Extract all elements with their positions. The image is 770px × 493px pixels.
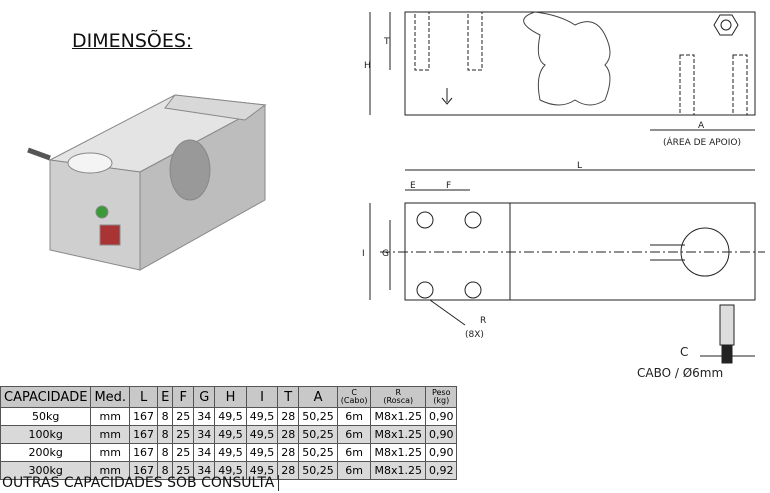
load-cell-illustration: [27, 94, 267, 271]
dim-h: H: [364, 61, 371, 71]
table-header: CAPACIDADE Med. L E F G H I T A C(Cabo) …: [0, 386, 458, 408]
table-cell: 167: [129, 443, 159, 462]
table-cell: mm: [90, 425, 131, 444]
table-cell: 34: [193, 407, 216, 426]
table-cell: 34: [193, 461, 216, 480]
dim-g: G: [382, 249, 389, 259]
table-cell: 28: [277, 461, 300, 480]
table-cell: M8x1.25: [370, 425, 426, 444]
table-cell: 6m: [336, 407, 372, 426]
cable-label: CABO / Ø6mm: [637, 366, 723, 380]
table-cell: 50,25: [298, 461, 338, 480]
table-cell: 50,25: [298, 407, 338, 426]
table-cell: 28: [277, 425, 300, 444]
page-title: DIMENSÕES:: [72, 30, 193, 52]
dim-f: F: [446, 181, 451, 191]
col-i: I: [245, 386, 279, 408]
dim-r: R: [480, 316, 486, 326]
table-cell: mm: [90, 461, 131, 480]
col-r-sub: (Rosca): [383, 396, 414, 405]
table-cell: 49,5: [214, 425, 247, 444]
table-cell: 49,5: [214, 407, 247, 426]
col-peso-sub: (kg): [433, 396, 450, 405]
col-c-sub: (Cabo): [340, 396, 368, 405]
table-cell: 300kg: [0, 461, 92, 480]
table-cell: 50kg: [0, 407, 92, 426]
table-cell: 8: [157, 425, 174, 444]
dim-i: I: [362, 249, 365, 259]
col-r-label: R: [395, 388, 402, 397]
table-cell: 8: [157, 443, 174, 462]
specs-table: CAPACIDADE Med. L E F G H I T A C(Cabo) …: [0, 386, 458, 480]
table-cell: 100kg: [0, 425, 92, 444]
table-cell: 49,5: [245, 425, 279, 444]
table-cell: 8: [157, 407, 174, 426]
col-e: E: [157, 386, 174, 408]
table-cell: 6m: [336, 425, 372, 444]
plan-view: [369, 202, 765, 364]
footer-note: OUTRAS CAPACIDADES SOB CONSULTA: [2, 475, 280, 491]
table-cell: 0,90: [424, 425, 458, 444]
table-cell: 167: [129, 407, 159, 426]
col-g: G: [193, 386, 216, 408]
col-peso: Peso(kg): [424, 386, 458, 408]
table-cell: 167: [129, 425, 159, 444]
col-a: A: [298, 386, 338, 408]
col-c: C(Cabo): [336, 386, 372, 408]
dim-e: E: [410, 181, 416, 191]
table-cell: 49,5: [245, 443, 279, 462]
col-t: T: [277, 386, 300, 408]
table-cell: 49,5: [214, 461, 247, 480]
table-cell: mm: [90, 443, 131, 462]
table-cell: M8x1.25: [370, 461, 426, 480]
table-cell: 34: [193, 443, 216, 462]
table-cell: 25: [172, 443, 195, 462]
table-cell: M8x1.25: [370, 407, 426, 426]
r-count: (8X): [465, 330, 484, 340]
table-cell: 28: [277, 443, 300, 462]
dim-c: C: [680, 345, 688, 359]
table-cell: 8: [157, 461, 174, 480]
table-cell: 49,5: [245, 407, 279, 426]
table-cell: 25: [172, 461, 195, 480]
table-cell: 0,92: [424, 461, 458, 480]
col-med: Med.: [90, 386, 131, 408]
table-cell: 49,5: [214, 443, 247, 462]
table-cell: 6m: [336, 461, 372, 480]
table-cell: 0,90: [424, 407, 458, 426]
side-view: [369, 11, 756, 191]
table-cell: M8x1.25: [370, 443, 426, 462]
dim-l: L: [577, 161, 582, 171]
table-cell: 6m: [336, 443, 372, 462]
col-capacidade: CAPACIDADE: [0, 386, 92, 408]
dim-a: A: [698, 121, 705, 131]
table-cell: 200kg: [0, 443, 92, 462]
col-f: F: [172, 386, 195, 408]
area-apoio-label: (ÁREA DE APOIO): [663, 136, 741, 148]
col-peso-label: Peso: [431, 388, 451, 397]
table-cell: 25: [172, 407, 195, 426]
table-cell: mm: [90, 407, 131, 426]
table-cell: 50,25: [298, 443, 338, 462]
table-cell: 49,5: [245, 461, 279, 480]
col-r: R(Rosca): [370, 386, 426, 408]
col-c-label: C: [351, 388, 357, 397]
col-l: L: [129, 386, 159, 408]
table-cell: 25: [172, 425, 195, 444]
col-h: H: [214, 386, 247, 408]
table-cell: 28: [277, 407, 300, 426]
table-cell: 50,25: [298, 425, 338, 444]
table-cell: 0,90: [424, 443, 458, 462]
dim-t: T: [383, 37, 390, 47]
table-cell: 34: [193, 425, 216, 444]
